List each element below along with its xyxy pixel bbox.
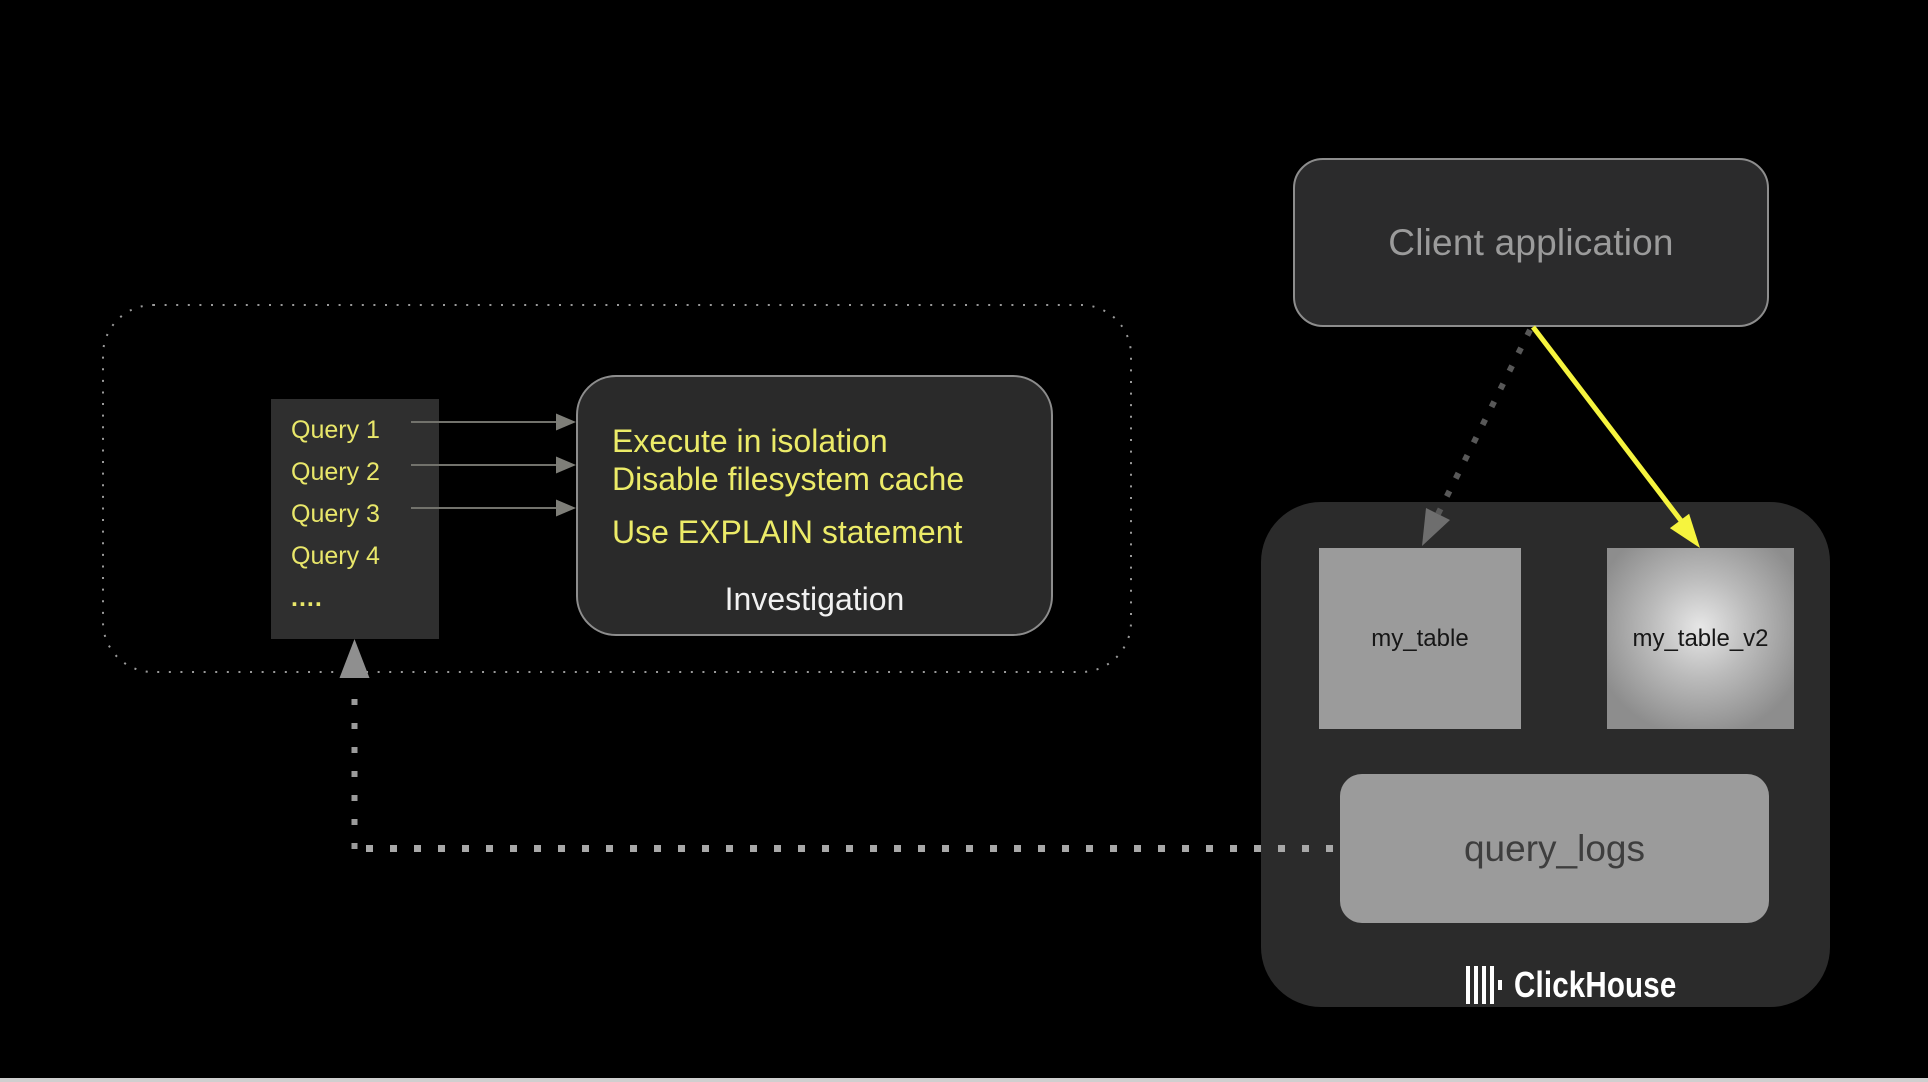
my-table-v2-box: my_table_v2 bbox=[1607, 548, 1794, 729]
query-list-box: Query 1 Query 2 Query 3 Query 4 .... bbox=[271, 399, 439, 639]
my-table-label: my_table bbox=[1371, 624, 1469, 652]
my-table-box: my_table bbox=[1319, 548, 1521, 729]
bottom-edge-strip bbox=[0, 1078, 1928, 1082]
investigation-box: Execute in isolation Disable filesystem … bbox=[576, 375, 1053, 636]
query-logs-label: query_logs bbox=[1463, 827, 1645, 869]
query-logs-box: query_logs bbox=[1340, 774, 1769, 923]
query-item-ellipsis: .... bbox=[291, 584, 323, 612]
clickhouse-brand-name: ClickHouse bbox=[1514, 964, 1677, 1005]
investigation-caption: Investigation bbox=[724, 581, 905, 617]
query-item-2: Query 2 bbox=[291, 458, 380, 486]
my-table-v2-label: my_table_v2 bbox=[1632, 624, 1769, 652]
investigation-line-2: Disable filesystem cache bbox=[612, 461, 965, 497]
investigation-line-3: Use EXPLAIN statement bbox=[612, 514, 963, 550]
query-item-1: Query 1 bbox=[291, 416, 380, 444]
clickhouse-brand: ClickHouse bbox=[1466, 962, 1712, 1008]
client-application-label: Client application bbox=[1388, 221, 1674, 263]
client-application-box: Client application bbox=[1293, 158, 1769, 327]
query-item-4: Query 4 bbox=[291, 542, 380, 570]
arrow-query-logs-to-queries bbox=[339, 639, 1341, 852]
query-item-3: Query 3 bbox=[291, 500, 380, 528]
investigation-line-1: Execute in isolation bbox=[612, 423, 888, 459]
clickhouse-logo-icon bbox=[1466, 966, 1502, 1004]
